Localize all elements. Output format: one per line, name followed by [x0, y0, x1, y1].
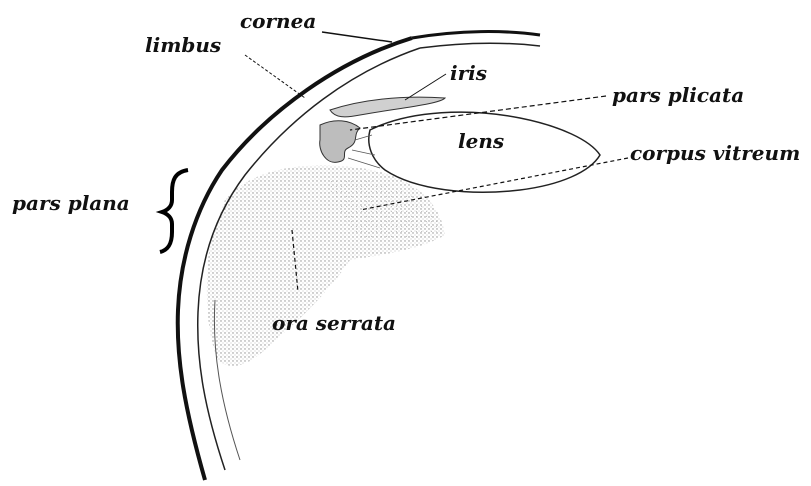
cornea-leader	[322, 32, 392, 42]
pars-plana-bracket	[160, 170, 188, 252]
label-iris: iris	[450, 61, 487, 85]
label-limbus: limbus	[145, 33, 221, 57]
label-pars-plana: pars plana	[12, 191, 130, 215]
label-corpus-vitreum: corpus vitreum	[630, 141, 800, 165]
cornea-inner-line	[420, 43, 540, 48]
ciliary-processes	[320, 121, 360, 163]
cornea-outer-line	[412, 32, 540, 38]
limbus-leader	[245, 55, 305, 98]
label-cornea: cornea	[240, 9, 316, 33]
label-lens: lens	[458, 129, 504, 153]
label-pars-plicata: pars plicata	[612, 83, 744, 107]
iris-leader	[405, 74, 446, 100]
label-ora-serrata: ora serrata	[272, 311, 396, 335]
